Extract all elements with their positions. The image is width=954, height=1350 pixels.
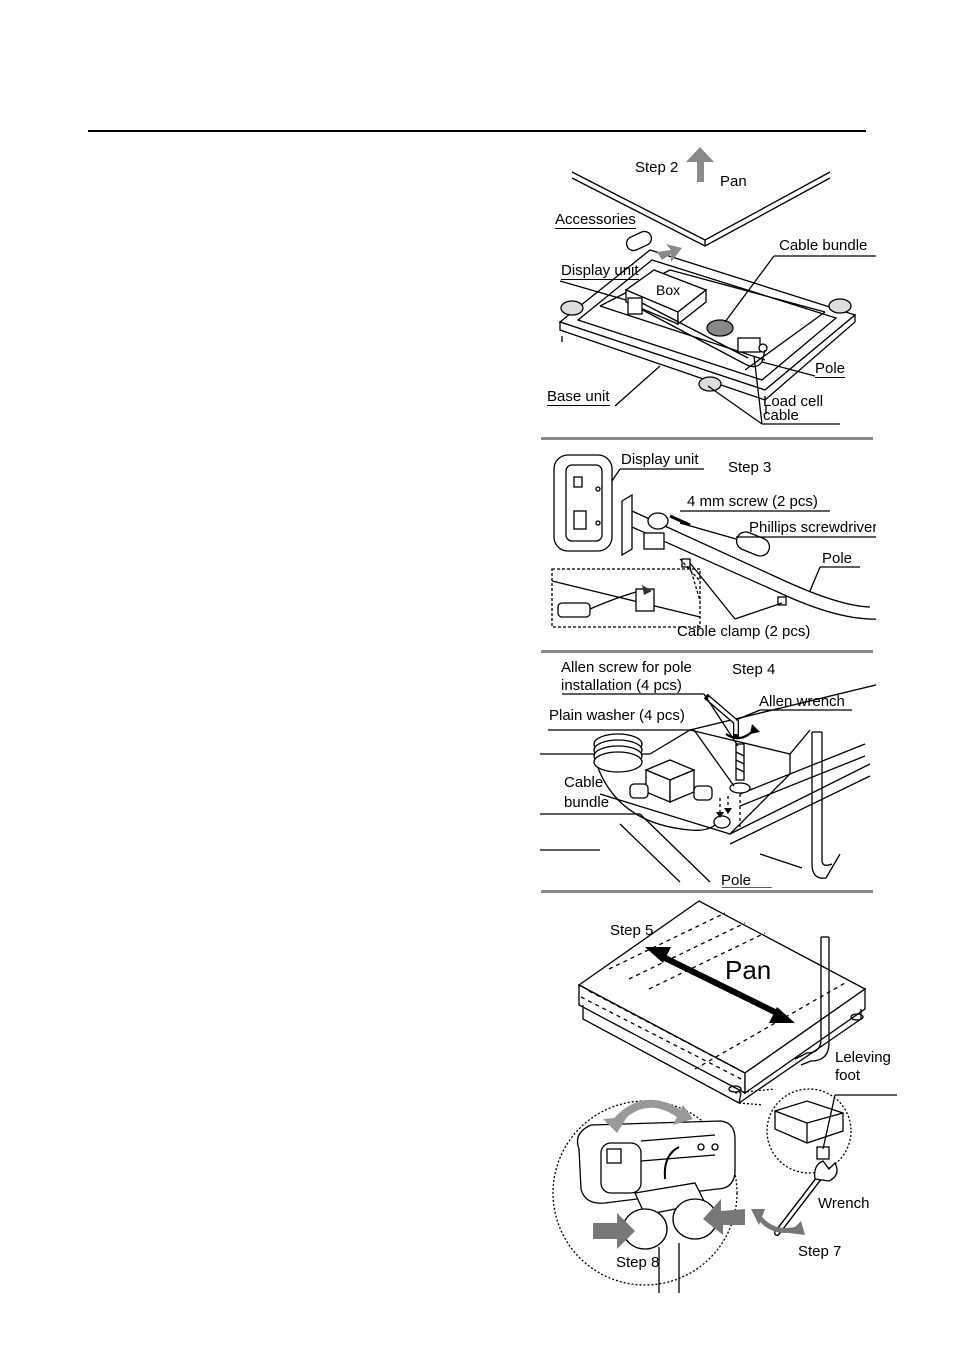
wrench-label: Wrench (818, 1195, 870, 1212)
screwdriver-label: Phillips screwdriver (749, 519, 876, 536)
washer-label: Plain washer (4 pcs) (549, 707, 685, 724)
step5-illustration: Step 5 Pan Leleving foot Wrench Step 7 S… (545, 893, 905, 1293)
load-cell-label-line2: cable (763, 407, 799, 424)
separator-2 (541, 650, 873, 653)
pole-label-4: Pole (721, 872, 752, 889)
step2-label: Step 2 (635, 159, 679, 176)
separator-1 (541, 437, 873, 440)
pan-label: Pan (720, 173, 747, 190)
cable-bundle-label: Cable bundle (779, 237, 868, 254)
step4-drawing (540, 684, 876, 888)
accessories-label: Accessories (555, 211, 636, 229)
cable-label-line1: Cable (564, 774, 604, 791)
step3-drawing (551, 454, 876, 628)
screw-label: 4 mm screw (2 pcs) (687, 493, 818, 510)
step3-illustration: Display unit Step 3 4 mm screw (2 pcs) P… (540, 441, 876, 649)
box-label: Box (656, 282, 681, 298)
step2-illustration: Step 2 Pan Accessories Cable bundle Disp… (540, 140, 876, 436)
step2-drawing (558, 147, 876, 425)
step7-label: Step 7 (798, 1243, 842, 1260)
allen-wrench-label: Allen wrench (759, 693, 845, 710)
header-rule (88, 130, 866, 132)
step4-label: Step 4 (732, 661, 776, 678)
separator-3 (541, 890, 873, 893)
cable-clamp-label: Cable clamp (2 pcs) (677, 623, 811, 640)
display-unit-label-3: Display unit (621, 451, 699, 468)
step4-illustration: Allen screw for pole installation (4 pcs… (540, 654, 876, 888)
step5-label: Step 5 (610, 922, 654, 939)
step5-drawing (552, 900, 897, 1293)
allen-screw-label-line2: installation (4 pcs) (561, 677, 682, 694)
display-unit-label: Display unit (561, 262, 639, 280)
step8-label: Step 8 (616, 1254, 660, 1271)
pole-label: Pole (815, 360, 846, 378)
cable-label-line2: bundle (564, 794, 610, 811)
allen-screw-label-line1: Allen screw for pole (561, 659, 692, 676)
leveling-foot-label-line2: foot (835, 1067, 861, 1084)
pan-big-label: Pan (725, 955, 772, 985)
load-cell-label-line1: Load cell (763, 393, 824, 410)
base-unit-label: Base unit (547, 388, 610, 406)
step3-label: Step 3 (728, 459, 772, 476)
pole-label-3: Pole (822, 550, 853, 567)
leveling-foot-label-line1: Leleving (835, 1049, 891, 1066)
